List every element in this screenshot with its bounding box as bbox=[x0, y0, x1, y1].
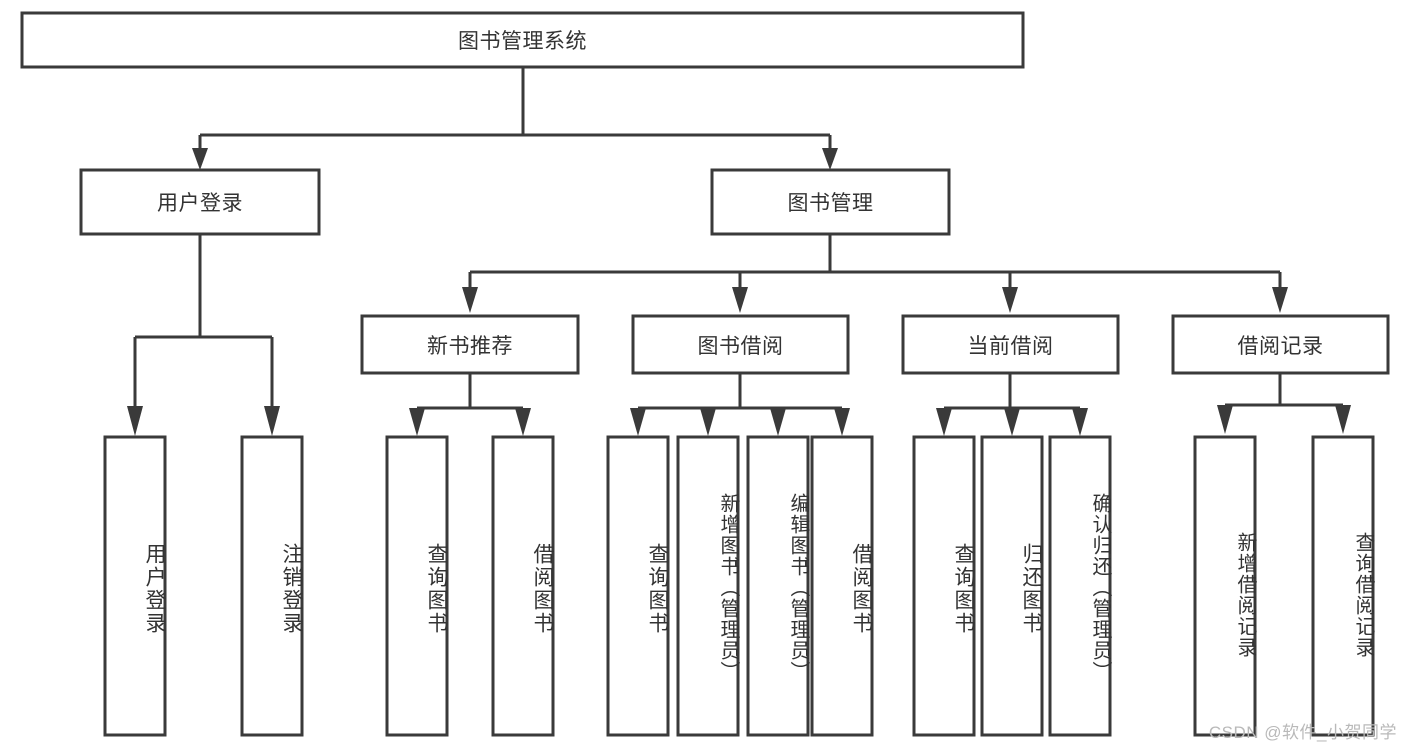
arrow-icon-login-c2 bbox=[264, 406, 280, 436]
watermark-text: CSDN @软件_小贺同学 bbox=[1208, 723, 1397, 742]
arrow-icon-login-c1 bbox=[127, 406, 143, 436]
arrow-heads bbox=[127, 148, 1351, 436]
node-box-leaf-current-1[interactable] bbox=[980, 435, 1044, 737]
arrow-icon-record-c1 bbox=[1217, 405, 1233, 434]
arrow-icon-borrow-c4 bbox=[834, 408, 850, 436]
node-box-book-management[interactable] bbox=[710, 168, 951, 236]
node-box-leaf-current-0[interactable] bbox=[912, 435, 976, 737]
arrow-icon-current-c3 bbox=[1072, 408, 1088, 436]
arrow-icon-to-login bbox=[192, 148, 208, 170]
node-box-leaf-borrow-1[interactable] bbox=[676, 435, 740, 737]
node-box-leaf-borrow-0[interactable] bbox=[606, 435, 670, 737]
node-box-book-borrow[interactable] bbox=[631, 314, 850, 375]
node-box-current-borrow[interactable] bbox=[901, 314, 1120, 375]
arrow-icon-bm-c1 bbox=[462, 287, 478, 313]
arrow-icon-newbook-c1 bbox=[409, 408, 425, 436]
arrow-icon-record-c2 bbox=[1335, 405, 1351, 434]
node-box-user-login[interactable] bbox=[79, 168, 321, 236]
node-box-leaf-borrow-3[interactable] bbox=[810, 435, 874, 737]
arrow-icon-bm-c4 bbox=[1272, 287, 1288, 313]
arrow-icon-newbook-c2 bbox=[515, 408, 531, 436]
arrow-icon-current-c1 bbox=[936, 408, 952, 436]
arrow-icon-borrow-c1 bbox=[630, 408, 646, 436]
node-box-leaf-newbook-0[interactable] bbox=[385, 435, 449, 737]
arrow-icon-borrow-c3 bbox=[770, 408, 786, 436]
arrow-icon-bm-c3 bbox=[1002, 287, 1018, 313]
node-box-leaf-user-login-1[interactable] bbox=[240, 435, 304, 737]
node-box-leaf-borrow-2[interactable] bbox=[746, 435, 810, 737]
node-box-leaf-record-0[interactable] bbox=[1193, 435, 1257, 737]
node-box-leaf-record-1[interactable] bbox=[1311, 435, 1375, 737]
node-box-root[interactable] bbox=[20, 11, 1025, 69]
node-box-leaf-current-2[interactable] bbox=[1048, 435, 1112, 737]
node-box-new-book-recommend[interactable] bbox=[360, 314, 580, 375]
node-box-borrow-record[interactable] bbox=[1171, 314, 1390, 375]
arrow-icon-current-c2 bbox=[1004, 408, 1020, 436]
node-boxes bbox=[20, 11, 1390, 737]
node-box-leaf-user-login-0[interactable] bbox=[103, 435, 167, 737]
arrow-icon-borrow-c2 bbox=[700, 408, 716, 436]
arrow-icon-to-bookmgmt bbox=[822, 148, 838, 170]
node-box-leaf-newbook-1[interactable] bbox=[491, 435, 555, 737]
arrow-icon-bm-c2 bbox=[732, 287, 748, 313]
